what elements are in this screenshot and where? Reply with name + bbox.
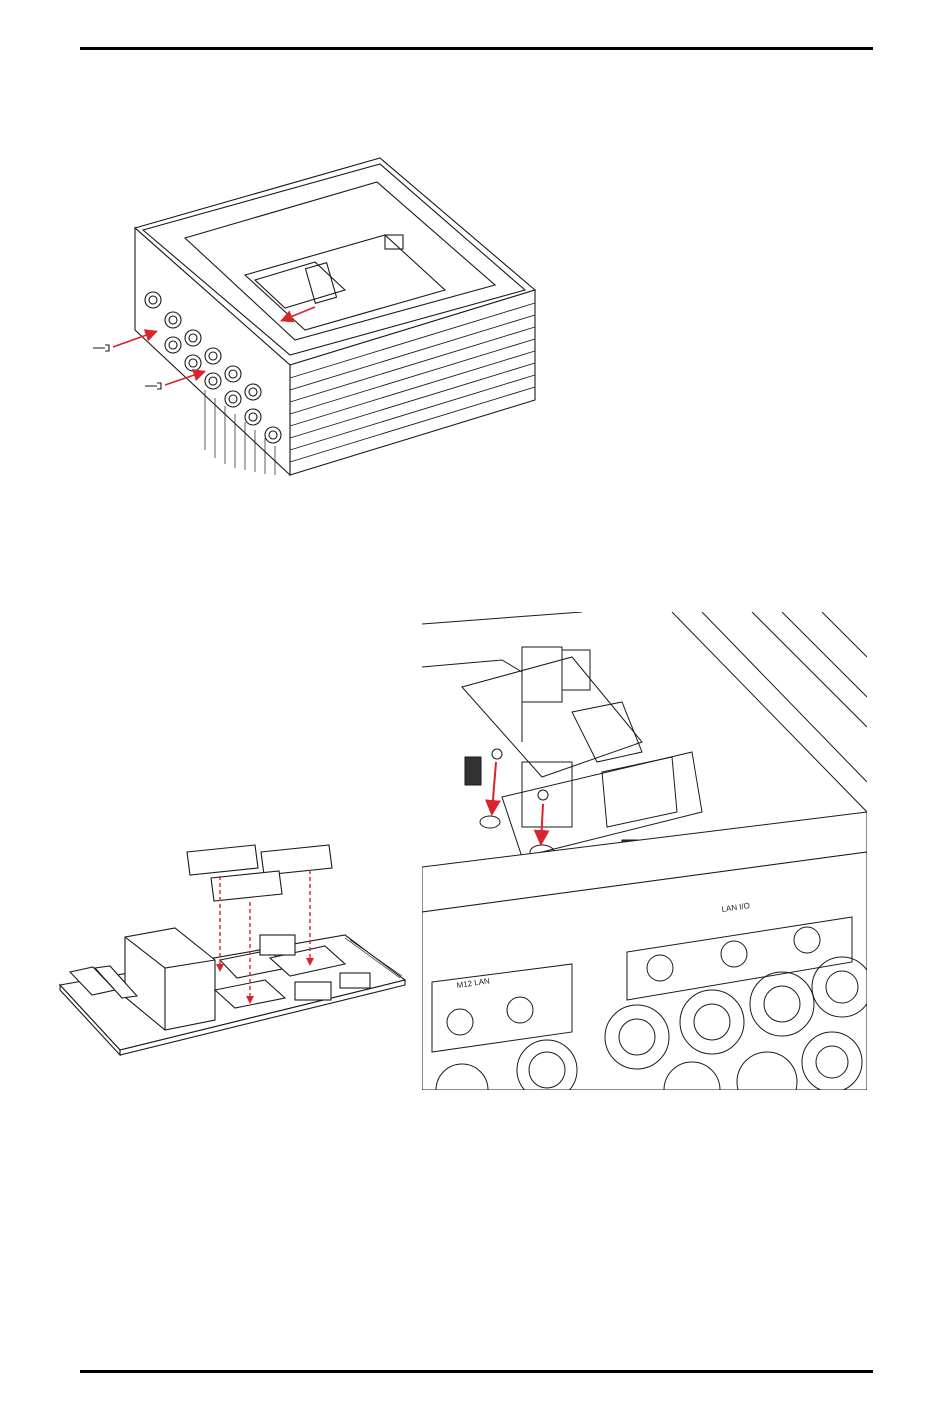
- module-screw-closeup-icon: M12 LAN LAN I/O: [422, 612, 867, 1090]
- header-rule: [80, 47, 873, 50]
- footer-rule: [80, 1370, 873, 1373]
- module-thermal-pad-icon: [55, 840, 410, 1060]
- enclosure-illustration-icon: [85, 150, 555, 485]
- enclosure-exploded-figure: [85, 150, 555, 485]
- module-thermal-pads-figure: [55, 840, 410, 1060]
- module-screw-closeup-figure: M12 LAN LAN I/O: [422, 612, 867, 1090]
